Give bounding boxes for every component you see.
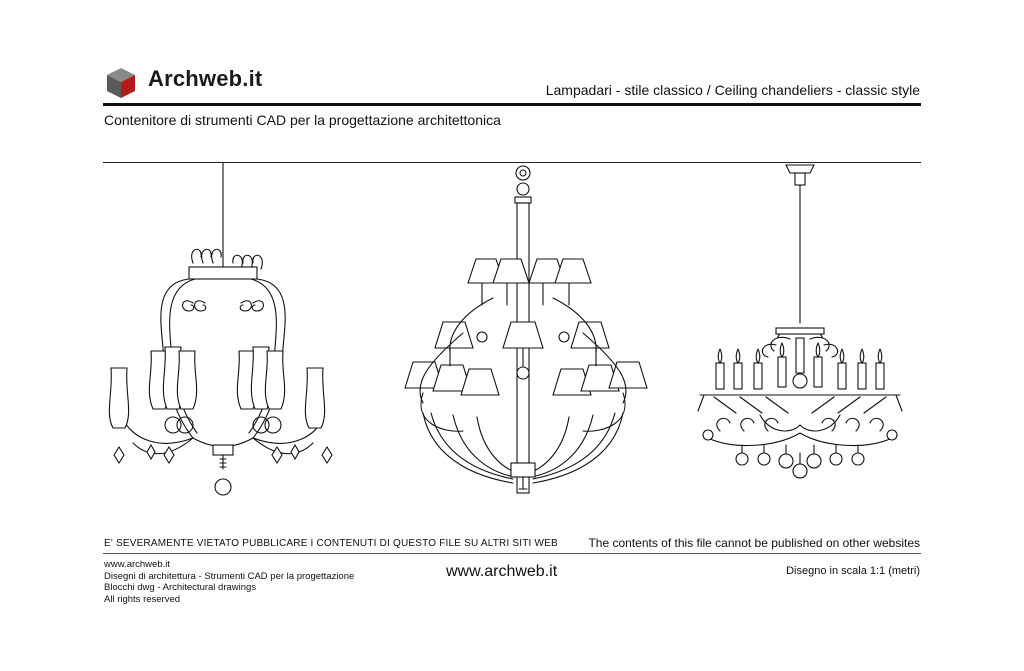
ceiling-line (103, 162, 921, 163)
footer-line: All rights reserved (104, 593, 181, 605)
chandeliers-drawing (108, 163, 903, 496)
chandelier-left (108, 163, 333, 496)
copyright-notice-italian: E' SEVERAMENTE VIETATO PUBBLICARE I CONT… (104, 538, 558, 549)
chandelier-center (404, 165, 648, 494)
chandelier-right (697, 164, 903, 479)
drawing-scale: Disegno in scala 1:1 (metri) (786, 565, 920, 577)
footer-divider (103, 553, 921, 554)
footer-website: www.archweb.it (446, 563, 558, 580)
footer-line: Disegni di architettura - Strumenti CAD … (104, 570, 355, 582)
page-subtitle: Contenitore di strumenti CAD per la prog… (104, 112, 501, 128)
header-divider (103, 103, 921, 106)
page-title: Lampadari - stile classico / Ceiling cha… (545, 82, 920, 98)
footer-line: www.archweb.it (104, 559, 170, 570)
candles (715, 342, 885, 390)
copyright-notice-english: The contents of this file cannot be publ… (588, 536, 920, 550)
footer-line: Blocchi dwg - Architectural drawings (104, 582, 257, 593)
brand-name: Archweb.it (148, 66, 263, 91)
archweb-logo-icon (107, 68, 135, 98)
footer-info: www.archweb.it Disegni di architettura -… (104, 559, 354, 605)
